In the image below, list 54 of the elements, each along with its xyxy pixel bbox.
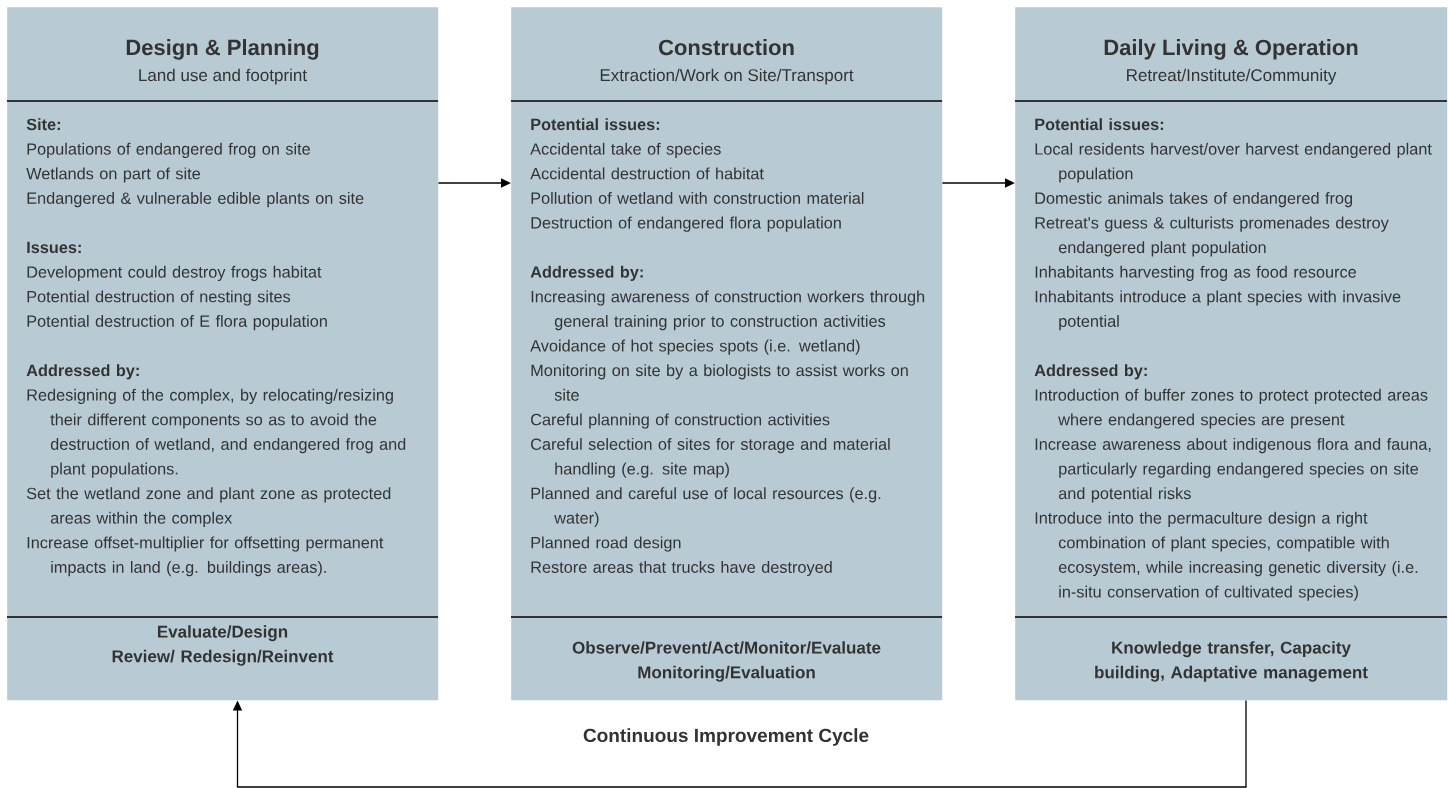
list-item: Increase offset-multiplier for offsetting permanent impacts in land (e.g. buildings areas). xyxy=(27,536,384,577)
edge-label: Continuous Improvement Cycle xyxy=(580,726,872,748)
list-item: Potential destruction of E flora population xyxy=(27,315,327,331)
list-item: Introduction of buffer zones to protect protected areas where endangered species are present xyxy=(1035,388,1428,429)
panel-title: Daily Living & Operation xyxy=(1104,39,1358,60)
list-item: Planned and careful use of local resources (e.g. water) xyxy=(531,487,881,527)
list-item: Pollution of wetland with construction material xyxy=(531,192,864,204)
footer-text: Knowledge transfer, Capacity building, Adaptative management xyxy=(1095,641,1368,682)
list-item: Potential destruction of nesting sites xyxy=(27,290,291,306)
panel-title: Construction xyxy=(659,39,794,56)
list-item: Local residents harvest/over harvest endangered plant population xyxy=(1035,142,1432,183)
list-item: Increasing awareness of construction workers through general training prior to construction activities xyxy=(531,290,925,331)
arrow xyxy=(437,178,511,188)
list-item: Increase awareness about indigenous flora and fauna, particularly regarding endangered species on site and potential risks xyxy=(1035,438,1431,503)
arrow xyxy=(941,178,1015,188)
panel-subtitle: Extraction/Work on Site/Transport xyxy=(600,68,854,85)
arrow xyxy=(232,699,1247,788)
list-item: Redesigning of the complex, by relocating/resizing their different components so as to avoid the destruction of wetland, and endangered frog and plant populations. xyxy=(27,388,406,478)
section-heading: Potential issues: xyxy=(1035,118,1164,131)
section-heading: Site: xyxy=(26,118,60,131)
list-item: Development could destroy frogs habitat xyxy=(27,265,322,281)
section-heading: Addressed by: xyxy=(530,265,643,281)
section-heading: Potential issues: xyxy=(531,118,660,131)
footer-text: Monitoring/Evaluation xyxy=(638,665,815,682)
list-item: Restore areas that trucks have destroyed xyxy=(531,561,832,577)
list-item: Introduce into the permaculture design a right combination of plant species, compatible with ecosystem, while increasing genetic diversity (i.e. in-situ conservation of cultivated species) xyxy=(1035,511,1418,601)
list-item: Inhabitants harvesting frog as food resource xyxy=(1035,265,1356,281)
panel-subtitle: Land use and footprint xyxy=(139,68,307,85)
list-item: Set the wetland zone and plant zone as protected areas within the complex xyxy=(26,487,391,527)
list-item: Destruction of endangered flora population xyxy=(531,216,841,232)
list-item: Monitoring on site by a biologists to assist works on site xyxy=(531,364,908,401)
stage-panel xyxy=(6,7,439,701)
footer-text: Observe/Prevent/Act/Monitor/Evaluate xyxy=(572,641,881,654)
list-item: Endangered & vulnerable edible plants on site xyxy=(27,192,364,208)
footer-text: Review/ Redesign/Reinvent xyxy=(112,649,334,666)
footer-text: Evaluate/Design xyxy=(158,625,288,642)
stage-panel xyxy=(1014,7,1448,701)
section-heading: Addressed by: xyxy=(26,364,139,380)
list-item: Planned road design xyxy=(531,536,681,552)
list-item: Retreat's guess & culturists promenades destroy endangered plant population xyxy=(1035,216,1389,257)
list-item: Careful planning of construction activities xyxy=(531,413,830,429)
list-item: Accidental take of species xyxy=(530,142,721,158)
section-heading: Addressed by: xyxy=(1034,364,1147,380)
list-item: Accidental destruction of habitat xyxy=(530,167,764,180)
list-item: Domestic animals takes of endangered frog xyxy=(1035,192,1352,208)
list-item: Careful selection of sites for storage and material handling (e.g. site map) xyxy=(531,438,890,478)
list-item: Wetlands on part of site xyxy=(26,167,200,183)
panel-title: Design & Planning xyxy=(126,39,319,60)
list-item: Populations of endangered frog on site xyxy=(27,142,310,158)
list-item: Avoidance of hot species spots (i.e. wetland) xyxy=(530,339,860,355)
panel-subtitle: Retreat/Institute/Community xyxy=(1127,68,1337,85)
section-heading: Issues: xyxy=(27,241,81,254)
list-item: Inhabitants introduce a plant species with invasive potential xyxy=(1035,290,1401,331)
stage-panel xyxy=(510,7,943,701)
